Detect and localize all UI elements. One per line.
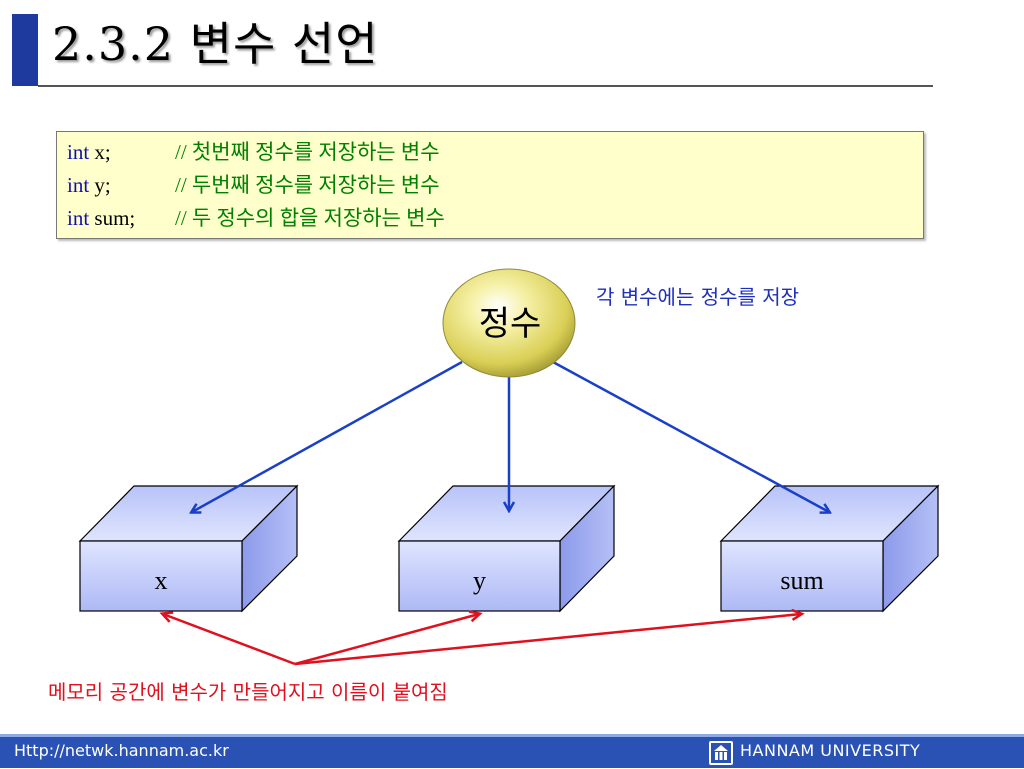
title-accent-bar [12,14,38,86]
storage-note: 각 변수에는 정수를 저장 [596,285,800,309]
memory-box-y [397,484,616,613]
code-keyword: int [67,140,90,164]
code-keyword: int [67,173,90,197]
code-keyword: int [67,206,90,230]
university-name: HANNAM UNIVERSITY [740,741,921,760]
red-arrow-to-sum [294,614,801,666]
box-label-sum: sum [780,566,824,595]
footer-url-link[interactable]: Http://netwk.hannam.ac.kr [14,741,229,760]
code-comment: // 첫번째 정수를 저장하는 변수 [175,140,440,164]
code-box: int x; // 첫번째 정수를 저장하는 변수 int y; // 두번째 … [56,131,924,239]
code-variable: x; [89,140,111,164]
code-comment: // 두 정수의 합을 저장하는 변수 [175,206,445,230]
box-label-y: y [473,566,486,595]
title-underline [38,85,933,87]
code-variable: y; [89,173,111,197]
red-arrow-to-y [294,614,479,666]
memory-note: 메모리 공간에 변수가 만들어지고 이름이 붙여짐 [48,680,448,704]
hannam-logo-icon [709,741,733,765]
code-variable: sum; [89,206,136,230]
sphere-label: 정수 [478,304,542,344]
memory-box-x [78,484,299,613]
code-line: int sum; // 두 정수의 합을 저장하는 변수 [67,202,445,234]
blue-arrow-to-x [192,360,463,512]
code-comment: // 두번째 정수를 저장하는 변수 [175,173,440,197]
page-title: 2.3.2 변수 선언 [52,17,379,71]
code-line: int x; // 첫번째 정수를 저장하는 변수 [67,136,440,168]
box-label-x: x [154,566,168,595]
integer-sphere [442,268,576,378]
blue-arrow-to-sum [552,360,829,512]
code-line: int y; // 두번째 정수를 저장하는 변수 [67,169,440,201]
footer-bar: Http://netwk.hannam.ac.kr HANNAM UNIVERS… [0,734,1024,768]
red-arrow-to-x [163,614,296,666]
